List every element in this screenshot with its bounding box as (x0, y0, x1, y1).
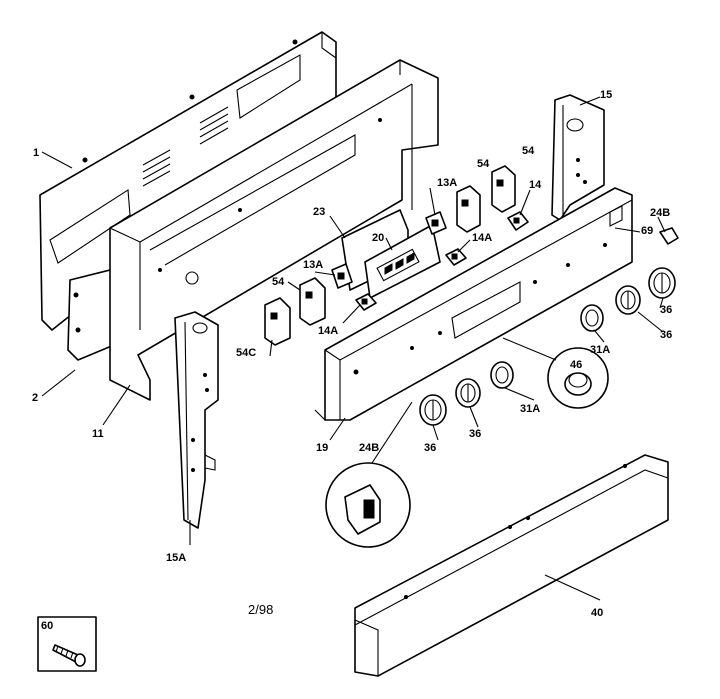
switch-14a-left (355, 293, 377, 311)
callout-40: 40 (591, 607, 603, 619)
side-bracket-right (551, 94, 605, 221)
callout-14: 14 (529, 179, 542, 191)
callout-1: 1 (33, 147, 39, 159)
detail-24b (325, 401, 413, 548)
callout-2: 2 (32, 392, 38, 404)
rear-panel-vents (142, 106, 229, 187)
switch-14 (507, 211, 529, 231)
callout-46: 46 (570, 359, 582, 371)
callout-36-b: 36 (469, 428, 481, 440)
callout-15: 15 (600, 89, 612, 101)
callout-54c: 54C (236, 347, 256, 359)
knob-36-b (455, 378, 481, 408)
callout-11: 11 (92, 428, 104, 440)
switch-14a-right (445, 248, 467, 266)
switch-24b-right (659, 227, 679, 245)
callout-36-d: 36 (660, 304, 672, 316)
callout-15a: 15A (166, 552, 186, 564)
callout-31a-right: 31A (590, 344, 610, 356)
switch-54-top-a (456, 185, 481, 233)
callout-14a-right: 14A (472, 232, 492, 244)
trim-strip (354, 454, 669, 677)
callout-54-left: 54 (272, 276, 285, 288)
callout-36-c: 36 (660, 329, 672, 341)
screw-box (37, 616, 97, 672)
knob-36-a (419, 394, 447, 426)
switch-54-left (299, 277, 326, 326)
clock-display-board (341, 209, 441, 299)
drawing-code: 2/98 (248, 602, 273, 617)
callout-13a-left: 13A (303, 259, 323, 271)
knob-36-c (615, 285, 641, 315)
callout-69: 69 (641, 225, 653, 237)
switch-13a-left (331, 263, 353, 289)
callout-24b-detail: 24B (359, 442, 379, 454)
knob-31a-left (490, 361, 514, 389)
leader-lines (41, 96, 666, 601)
callout-31a-left: 31A (520, 403, 540, 415)
callout-23: 23 (313, 206, 325, 218)
callout-20: 20 (372, 232, 384, 244)
callout-54-top: 54 (522, 145, 535, 157)
side-bracket-left (174, 311, 219, 529)
switch-54-top-b (491, 165, 516, 213)
detail-46 (502, 337, 609, 409)
knob-36-d (648, 267, 676, 299)
callout-19: 19 (316, 442, 328, 454)
callout-36-a: 36 (424, 442, 436, 454)
knob-31a-right (580, 304, 604, 332)
switch-54c (264, 297, 291, 346)
callout-60: 60 (41, 620, 53, 632)
callout-14a-left: 14A (318, 325, 338, 337)
callout-24b-right: 24B (650, 207, 670, 219)
control-panel (314, 187, 633, 421)
callout-13a-top: 13A (437, 177, 457, 189)
callout-54-mid: 54 (477, 158, 490, 170)
callout-labels: 1 2 11 15 15A 13A 14 14A 13A 14A 19 20 2… (32, 89, 672, 632)
